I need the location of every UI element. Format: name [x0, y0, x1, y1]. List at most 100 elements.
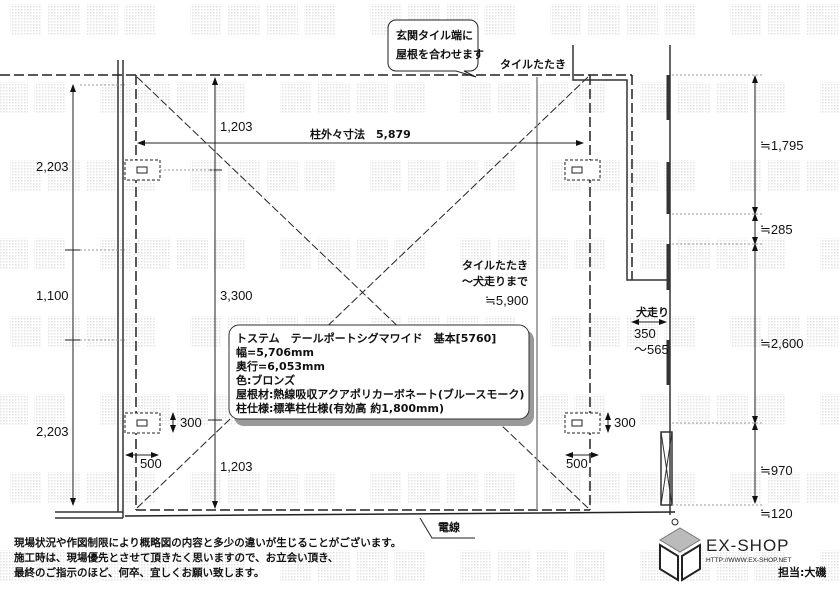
callout-line-2: 屋根を合わせます: [396, 47, 484, 61]
watermark-glyph: [280, 238, 312, 270]
inner-dimension-line: [160, 77, 222, 509]
watermark-glyph: [124, 4, 156, 36]
watermark-glyph: [716, 238, 748, 270]
spec-depth: 奥行=6,053mm: [235, 359, 325, 373]
watermark-glyph: [640, 394, 672, 426]
watermark-glyph: [626, 472, 658, 504]
watermark-glyph: [768, 160, 800, 192]
watermark-glyph: [754, 238, 786, 270]
watermark-glyph: [34, 394, 66, 426]
ex-shop-logo: EX-SHOP HTTP://WWW.EX-SHOP.NET: [659, 527, 791, 582]
watermark-glyph: [124, 472, 156, 504]
watermark-glyph: [266, 4, 298, 36]
watermark-glyph: [446, 472, 478, 504]
watermark-glyph: [536, 394, 568, 426]
watermark-glyph: [806, 4, 838, 36]
tile-tataki-label: タイルたたき: [500, 58, 566, 71]
watermark-glyph: [0, 394, 28, 426]
watermark-glyph: [716, 82, 748, 114]
tile-to-inubashiri-1: タイルたたき: [462, 259, 528, 272]
callout-line-1: 玄関タイル端に: [396, 28, 473, 42]
post-depth-right: 300: [614, 415, 636, 430]
watermark-glyph: [214, 550, 246, 582]
watermark-glyph: [498, 550, 530, 582]
left-dim-3: 2,203: [36, 424, 69, 439]
watermark-glyph: [100, 238, 132, 270]
watermark-glyph: [768, 4, 800, 36]
watermark-glyph: [730, 160, 762, 192]
watermark-glyph: [484, 4, 516, 36]
watermark-glyph: [588, 316, 620, 348]
watermark-glyph: [138, 82, 170, 114]
watermark-glyph: [10, 4, 42, 36]
watermark-glyph: [86, 160, 118, 192]
watermark-glyph: [664, 4, 696, 36]
spec-callout: トステム テールポートシグマワイド 基本[5760] 幅=5,706mm 奥行=…: [228, 324, 534, 426]
watermark-glyph: [228, 4, 260, 36]
watermark-glyph: [214, 238, 246, 270]
watermark-glyph: [806, 160, 838, 192]
inubashiri-range-2: ～565: [634, 342, 669, 357]
watermark-glyph: [318, 82, 350, 114]
watermark-glyph: [214, 82, 246, 114]
watermark-glyph: [0, 238, 28, 270]
watermark-glyph: [460, 550, 492, 582]
watermark-glyph: [768, 316, 800, 348]
left-wall: [55, 60, 124, 519]
watermark-glyph: [280, 550, 312, 582]
watermark: [0, 4, 840, 582]
watermark-glyph: [370, 472, 402, 504]
watermark-glyph: [754, 82, 786, 114]
watermark-glyph: [176, 394, 208, 426]
staff-name: 担当:大磯: [778, 565, 826, 579]
callout-entrance: 玄関タイル端に 屋根を合わせます: [387, 19, 484, 78]
watermark-glyph: [10, 316, 42, 348]
spec-width: 幅=5,706mm: [236, 345, 314, 359]
watermark-glyph: [408, 472, 440, 504]
watermark-glyph: [10, 472, 42, 504]
watermark-glyph: [86, 4, 118, 36]
watermark-glyph: [806, 472, 838, 504]
watermark-glyph: [48, 472, 80, 504]
watermark-glyph: [0, 550, 28, 582]
watermark-glyph: [356, 82, 388, 114]
watermark-glyph: [730, 4, 762, 36]
watermark-glyph: [138, 550, 170, 582]
spec-post: 柱仕様:標準柱仕様(有効高 約1,800mm): [236, 401, 444, 415]
post-icons: [136, 166, 583, 427]
watermark-glyph: [86, 316, 118, 348]
watermark-glyph: [304, 160, 336, 192]
watermark-glyph: [536, 550, 568, 582]
watermark-glyph: [820, 238, 840, 270]
watermark-glyph: [228, 472, 260, 504]
watermark-glyph: [806, 316, 838, 348]
post-offset-left: 500: [140, 456, 162, 471]
watermark-glyph: [100, 82, 132, 114]
watermark-glyph: [484, 160, 516, 192]
left-dimension-line: [65, 84, 125, 506]
right-dimension-line: [672, 74, 762, 506]
entrance-outline: [572, 45, 670, 281]
watermark-glyph: [408, 160, 440, 192]
watermark-glyph: [716, 394, 748, 426]
spec-roof: 屋根材:熱線吸収アクアポリカーボネート(ブルースモーク): [236, 387, 524, 401]
tile-to-inubashiri-2: ～犬走りまで: [462, 274, 528, 288]
watermark-glyph: [460, 238, 492, 270]
watermark-glyph: [498, 238, 530, 270]
watermark-glyph: [124, 316, 156, 348]
watermark-glyph: [550, 316, 582, 348]
watermark-glyph: [550, 4, 582, 36]
logo-url: HTTP://WWW.EX-SHOP.NET: [706, 557, 791, 564]
watermark-glyph: [318, 238, 350, 270]
post-depth-left: 300: [180, 415, 202, 430]
inubashiri-label: 犬走り: [636, 305, 669, 319]
inner-dim-3: 1,203: [220, 459, 253, 474]
watermark-glyph: [356, 238, 388, 270]
power-line-label: 電線: [438, 520, 460, 534]
pole-marker: [671, 518, 679, 526]
watermark-glyph: [664, 472, 696, 504]
watermark-glyph: [394, 550, 426, 582]
watermark-glyph: [10, 160, 42, 192]
watermark-glyph: [266, 160, 298, 192]
watermark-glyph: [574, 550, 606, 582]
